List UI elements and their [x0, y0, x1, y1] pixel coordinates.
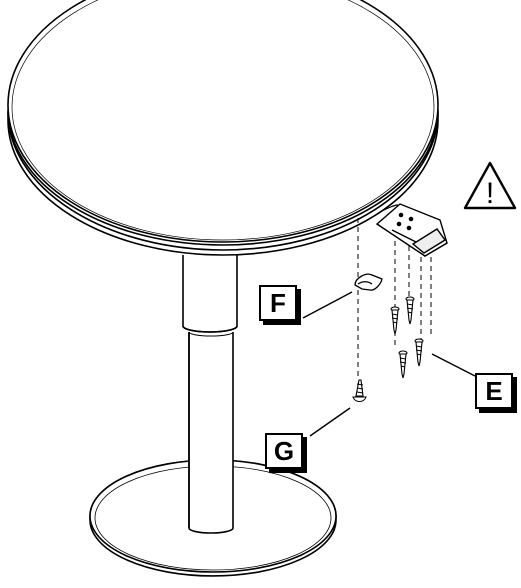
- screw: [405, 296, 415, 325]
- part-label-f: F: [259, 285, 297, 321]
- warning-triangle-icon: !: [462, 160, 518, 212]
- screw: [390, 306, 400, 335]
- warning-exclamation: !: [486, 177, 494, 210]
- cable: [379, 204, 399, 213]
- part-label-g: G: [265, 433, 303, 469]
- leader-f: [302, 291, 353, 319]
- screws-e: [390, 296, 424, 379]
- table-top: [7, 0, 439, 256]
- screw: [414, 338, 424, 367]
- part-label-e: E: [475, 373, 513, 409]
- lower-column: [188, 332, 234, 534]
- screw: [398, 350, 408, 379]
- cable-clip: [354, 273, 383, 291]
- control-bracket: [375, 203, 448, 257]
- leader-e: [431, 353, 476, 377]
- leader-g: [309, 407, 351, 437]
- upper-column: [182, 255, 238, 337]
- screw-g: [352, 379, 367, 403]
- leader-lines: [302, 291, 476, 437]
